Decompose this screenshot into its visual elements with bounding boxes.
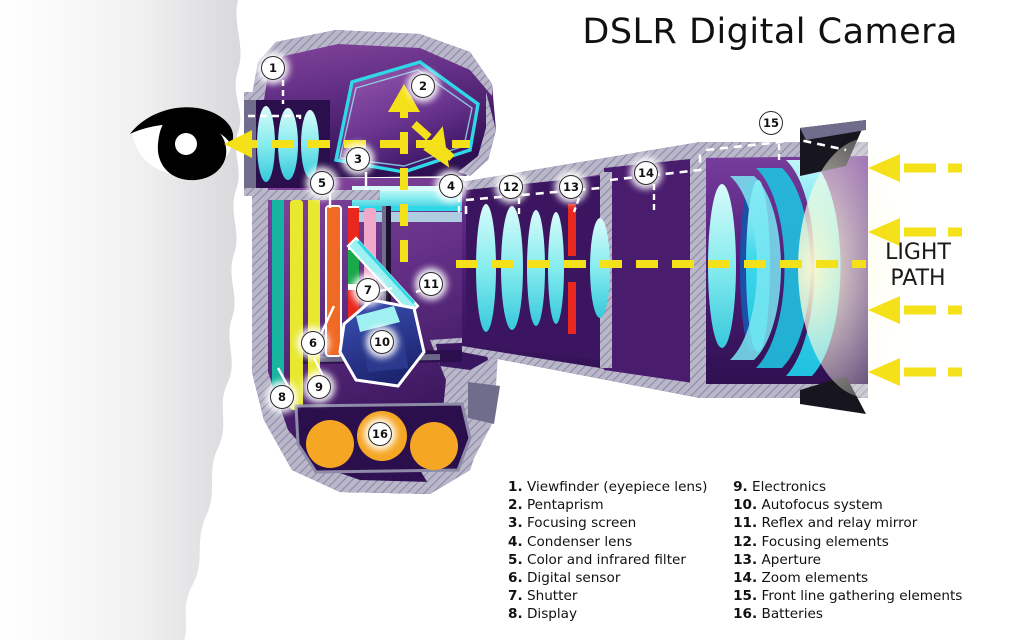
face-silhouette-background [0, 0, 241, 640]
legend-item: 4. Condenser lens [508, 533, 719, 551]
legend-item-label: Front line gathering elements [757, 588, 963, 605]
legend-item-number: 9. [733, 479, 748, 495]
legend-item-label: Autofocus system [757, 497, 883, 514]
legend-item-number: 5. [508, 551, 523, 568]
legend-item: 14. Zoom elements [733, 569, 978, 587]
legend-item: 10. Autofocus system [733, 496, 978, 514]
legend-item: 15. Front line gathering elements [733, 587, 978, 605]
callout-marker-front-line-gathering-elements: 15 [759, 111, 783, 135]
legend-item-number: 12. [733, 533, 758, 550]
legend-item: 7. Shutter [508, 587, 719, 605]
callout-marker-zoom-elements: 14 [634, 161, 658, 185]
incoming-light-arrow-1 [868, 154, 962, 182]
legend-item-label: Focusing elements [757, 533, 889, 550]
light-path-prism-arrows [388, 84, 450, 168]
legend-item-label: Condenser lens [522, 533, 633, 550]
callout-marker-electronics: 9 [307, 375, 331, 399]
legend-item: 1. Viewfinder (eyepiece lens) [508, 478, 719, 496]
legend-item-number: 16. [733, 606, 758, 623]
legend-item-number: 7. [508, 588, 523, 605]
page-title: DSLR Digital Camera [582, 12, 958, 52]
incoming-light-arrow-2 [868, 218, 962, 246]
legend-item-label: Pentaprism [522, 497, 604, 514]
legend-item: 12. Focusing elements [733, 533, 978, 551]
incoming-light-arrows [868, 154, 962, 386]
legend-item: 5. Color and infrared filter [508, 551, 719, 569]
legend-item-label: Display [522, 606, 578, 623]
legend-item-label: Batteries [757, 606, 823, 623]
callout-marker-color-infrared-filter: 5 [310, 171, 334, 195]
legend-item: 6. Digital sensor [508, 569, 719, 587]
legend-item-label: Digital sensor [522, 570, 621, 587]
callout-marker-reflex-relay-mirror: 11 [419, 272, 443, 296]
focusing-elements-group [476, 204, 564, 332]
legend-column-left: 1. Viewfinder (eyepiece lens)2. Pentapri… [508, 478, 719, 624]
legend-item-label: Reflex and relay mirror [757, 515, 918, 532]
legend-item-number: 1. [508, 479, 523, 495]
callout-marker-batteries: 16 [368, 422, 392, 446]
light-path-prism-diagonal [411, 121, 455, 161]
callout-marker-shutter: 7 [356, 278, 380, 302]
legend-item: 16. Batteries [733, 605, 978, 623]
legend-item-number: 4. [508, 533, 523, 550]
legend-item: 3. Focusing screen [508, 514, 719, 532]
callout-marker-autofocus-system: 10 [370, 330, 394, 354]
legend-item: 8. Display [508, 605, 719, 623]
legend-item: 9. Electronics [733, 478, 978, 496]
callout-marker-aperture: 13 [559, 175, 583, 199]
legend-item-number: 8. [508, 606, 523, 623]
callout-leader-lines [276, 80, 781, 391]
eye-illustration [130, 107, 234, 181]
legend-item-number: 10. [733, 497, 758, 514]
legend-item-number: 11. [733, 515, 758, 532]
legend-item: 2. Pentaprism [508, 496, 719, 514]
legend-item-number: 14. [733, 570, 758, 587]
callout-marker-pentaprism: 2 [411, 74, 435, 98]
callout-marker-condenser-lens: 4 [439, 174, 463, 198]
legend-item: 11. Reflex and relay mirror [733, 514, 978, 532]
batteries-group [294, 402, 472, 474]
legend-item-label: Shutter [522, 588, 578, 605]
legend-item-label: Aperture [757, 551, 821, 568]
legend-item: 13. Aperture [733, 551, 978, 569]
light-path-eye-arrow [224, 130, 252, 158]
legend-item-label: Electronics [747, 479, 827, 495]
legend-item-label: Zoom elements [757, 570, 869, 587]
legend-item-number: 6. [508, 570, 523, 587]
light-path-line-2: PATH [890, 265, 946, 291]
callout-marker-focusing-screen: 3 [346, 147, 370, 171]
legend-item-label: Color and infrared filter [522, 551, 686, 568]
callout-marker-viewfinder: 1 [261, 56, 285, 80]
legend: 1. Viewfinder (eyepiece lens)2. Pentapri… [508, 478, 978, 624]
callout-marker-focusing-elements: 12 [499, 175, 523, 199]
light-path-line-1: LIGHT [885, 240, 951, 265]
legend-item-number: 15. [733, 588, 758, 605]
legend-item-label: Viewfinder (eyepiece lens) [522, 479, 708, 495]
legend-item-number: 3. [508, 515, 523, 532]
aperture-element [568, 204, 576, 334]
incoming-light-arrow-3 [868, 296, 962, 324]
legend-item-label: Focusing screen [522, 515, 637, 532]
light-path-label: LIGHT PATH [868, 240, 968, 292]
legend-item-number: 13. [733, 551, 758, 568]
legend-item-number: 2. [508, 497, 523, 514]
incoming-light-arrow-4 [868, 358, 962, 386]
callout-marker-digital-sensor: 6 [301, 331, 325, 355]
callout-marker-display: 8 [270, 385, 294, 409]
